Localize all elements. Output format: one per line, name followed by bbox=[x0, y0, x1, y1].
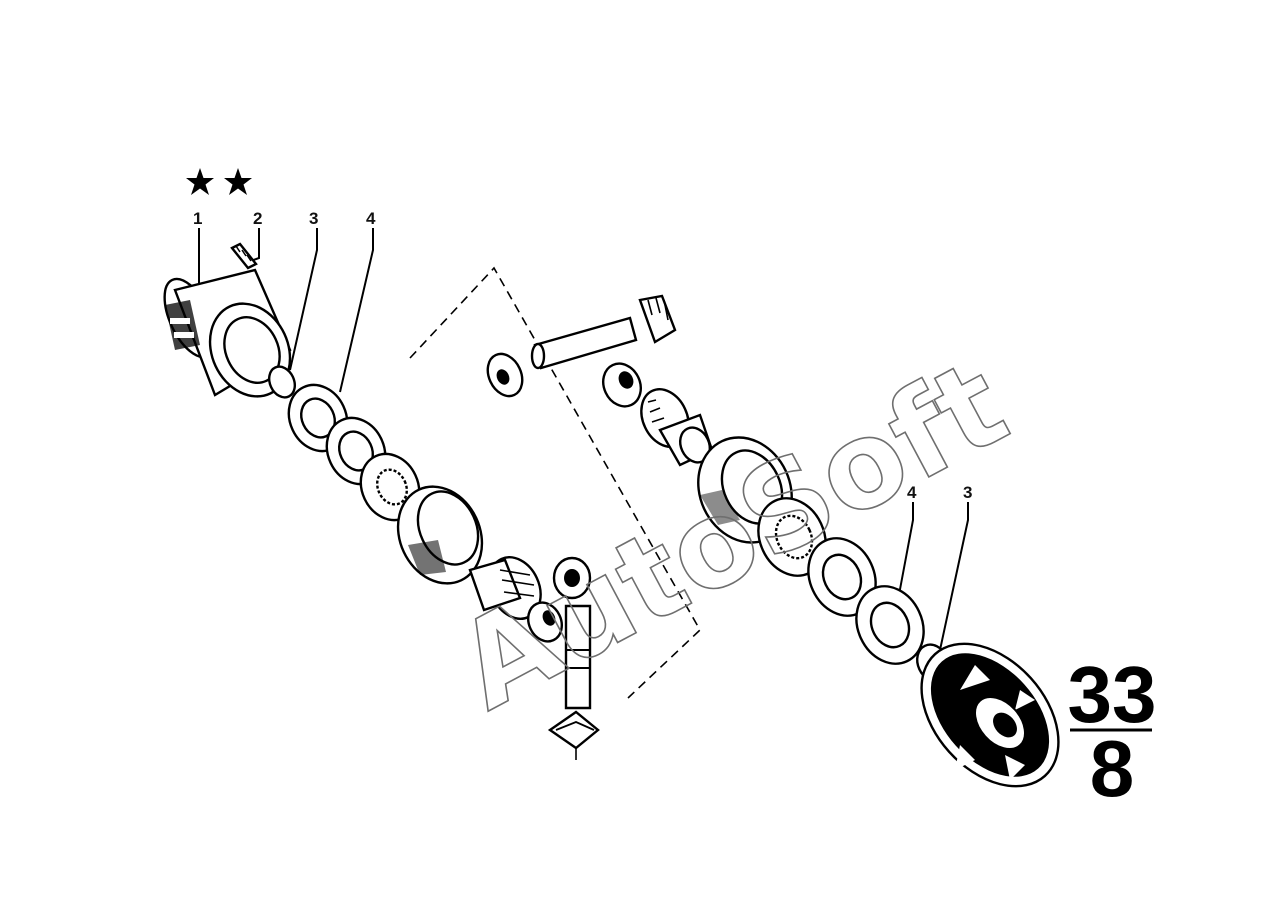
page-number: 33 8 bbox=[1068, 650, 1157, 813]
thrust-ring-left bbox=[267, 365, 297, 399]
housing-bolt bbox=[230, 242, 258, 270]
gear-set bbox=[468, 294, 714, 760]
page-sheet-number: 8 bbox=[1090, 724, 1135, 813]
pinion-gear-bottom bbox=[547, 710, 600, 760]
star-icon bbox=[186, 168, 214, 195]
callout-1: 1 bbox=[193, 209, 202, 228]
right-disc-pack bbox=[757, 497, 950, 683]
spacer-sleeve-lower bbox=[527, 601, 563, 643]
callout-3-right: 3 bbox=[963, 483, 972, 502]
callout-4-left: 4 bbox=[366, 209, 376, 228]
differential-housing bbox=[163, 268, 292, 398]
pinion-gear-lower-right bbox=[552, 556, 592, 600]
pinion-gear-upper-right bbox=[638, 294, 677, 344]
star-marks bbox=[186, 168, 252, 195]
callouts: 1 2 3 4 4 3 bbox=[193, 209, 972, 502]
star-icon bbox=[224, 168, 252, 195]
spacer-sleeve-upper bbox=[602, 362, 642, 408]
callout-3-left: 3 bbox=[309, 209, 318, 228]
side-gear-upper bbox=[640, 388, 714, 467]
pressure-ring-left bbox=[396, 485, 484, 585]
pinion-shaft bbox=[564, 604, 592, 710]
cross-pin bbox=[533, 316, 638, 370]
pinion-gear-upper-left bbox=[486, 352, 524, 398]
page-group-number: 33 bbox=[1068, 650, 1157, 739]
callout-2: 2 bbox=[253, 209, 262, 228]
callout-4-right: 4 bbox=[907, 483, 917, 502]
differential-cover bbox=[920, 642, 1060, 788]
gear-set-group-outline bbox=[409, 266, 702, 699]
side-gear-lower bbox=[468, 556, 542, 620]
leader-lines bbox=[198, 228, 969, 651]
